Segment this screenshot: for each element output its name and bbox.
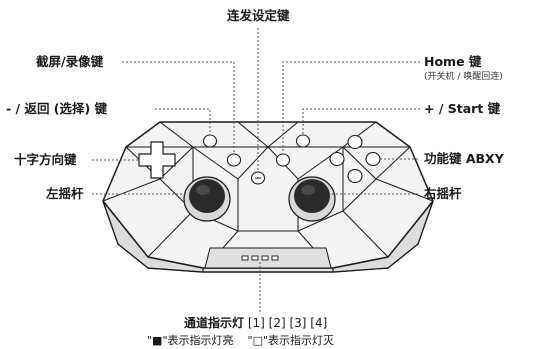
channel-title: 通道指示灯 [184,316,245,330]
channel-led-2 [251,255,259,261]
channel-led-4 [271,255,279,261]
button-b-icon [347,168,363,184]
channel-led-3 [261,255,269,261]
home-label: Home 键 [424,54,482,69]
button-a-icon [365,151,381,167]
plus-leader [302,108,420,134]
abxy-label: 功能键 ABXY [424,151,504,166]
home-leader [282,61,420,153]
channel-caption: 通道指示灯 [1] [2] [3] [4] [184,317,327,329]
left-stick-icon [183,176,231,222]
button-y-icon [329,151,345,167]
left-stick-label: 左摇杆 [46,186,84,201]
plus-start-label: + / Start 键 [424,101,501,116]
home-button-icon [275,153,291,167]
legend-on-text: 表示指示灯亮 [167,334,234,347]
screenshot-button-icon [226,153,242,167]
legend-off-text: 表示指示灯灭 [268,334,335,347]
led-legend: "■"表示指示灯亮 "□"表示指示灯灭 [147,335,334,346]
minus-back-label: - / 返回 (选择) 键 [6,101,108,116]
home-sublabel: (开关机 / 唤醒回连) [424,72,503,82]
screenshot-leader [122,61,235,153]
controller-top-face [102,121,434,269]
dpad-icon [138,141,176,179]
channel-leds [241,255,279,261]
legend-off-mark: "□" [247,334,269,347]
dpad-label: 十字方向键 [14,152,77,167]
legend-on-mark: "■" [147,334,168,347]
turbo-label: 连发设定键 [227,8,290,23]
plus-button-icon [295,134,311,148]
button-x-icon [347,134,363,150]
channel-numbers: [1] [2] [3] [4] [247,316,328,330]
minus-button-icon [202,134,218,148]
screenshot-label: 截屏/录像键 [36,54,104,69]
right-stick-label: 右摇杆 [424,186,462,201]
channel-led-1 [241,255,249,261]
right-stick-icon [288,176,336,222]
